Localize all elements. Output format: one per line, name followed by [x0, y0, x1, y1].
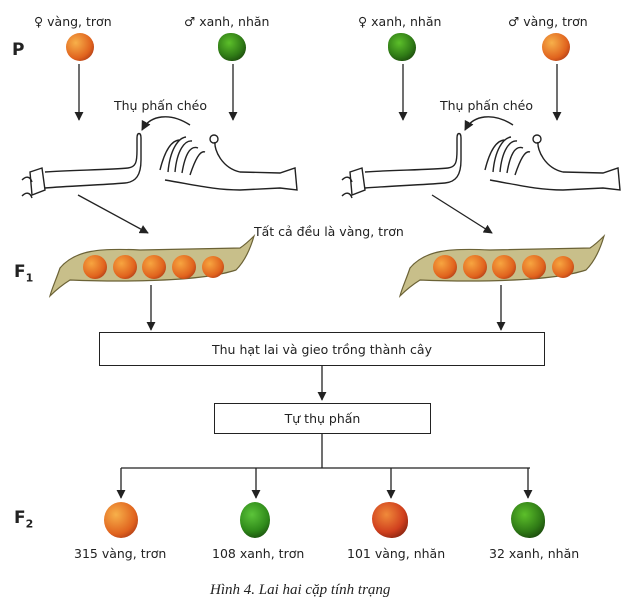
seed-yellow-wrinkled-icon: [372, 502, 408, 538]
pea-icon: [113, 255, 137, 279]
male-icon: ♂: [508, 14, 520, 29]
parent-label-4: ♂ vàng, trơn: [508, 14, 588, 29]
pea-icon: [552, 256, 574, 278]
generation-f1-label: F1: [14, 262, 34, 285]
f2-result-2: 108 xanh, trơn: [212, 546, 305, 561]
f2-result-1: 315 vàng, trơn: [74, 546, 167, 561]
seed-yellow-smooth-icon: [66, 33, 94, 61]
seed-yellow-smooth-icon: [542, 33, 570, 61]
f2-result-3: 101 vàng, nhăn: [347, 546, 446, 561]
f2-result-4: 32 xanh, nhăn: [489, 546, 580, 561]
pea-icon: [522, 255, 546, 279]
cross-pollination-label-left: Thụ phấn chéo: [114, 98, 207, 113]
pea-icon: [433, 255, 457, 279]
step-box-collect-seeds: Thu hạt lai và gieo trồng thành cây: [99, 332, 545, 366]
seed-green-wrinkled-icon: [388, 33, 416, 61]
f1-result-text: Tất cả đều là vàng, trơn: [254, 224, 404, 239]
male-icon: ♂: [184, 14, 196, 29]
flower-left: [21, 116, 298, 199]
pea-icon: [202, 256, 224, 278]
pea-icon: [492, 255, 516, 279]
parent-label-2: ♂ xanh, nhăn: [184, 14, 270, 29]
parent-label-1: ♀ vàng, trơn: [34, 14, 112, 29]
pea-icon: [83, 255, 107, 279]
female-icon: ♀: [358, 14, 368, 29]
figure-caption: Hình 4. Lai hai cặp tính trạng: [210, 582, 391, 598]
generation-f2-label: F2: [14, 508, 34, 531]
female-icon: ♀: [34, 14, 44, 29]
pea-icon: [463, 255, 487, 279]
seed-green-smooth-icon: [240, 502, 270, 538]
seed-green-wrinkled-icon: [511, 502, 545, 538]
pea-icon: [142, 255, 166, 279]
seed-yellow-smooth-icon: [104, 502, 138, 538]
cross-pollination-label-right: Thụ phấn chéo: [440, 98, 533, 113]
seed-green-wrinkled-icon: [218, 33, 246, 61]
pea-icon: [172, 255, 196, 279]
parent-label-3: ♀ xanh, nhăn: [358, 14, 442, 29]
flower-right: [341, 116, 621, 199]
step-box-self-pollination: Tự thụ phấn: [214, 403, 431, 434]
generation-p-label: P: [12, 40, 25, 60]
